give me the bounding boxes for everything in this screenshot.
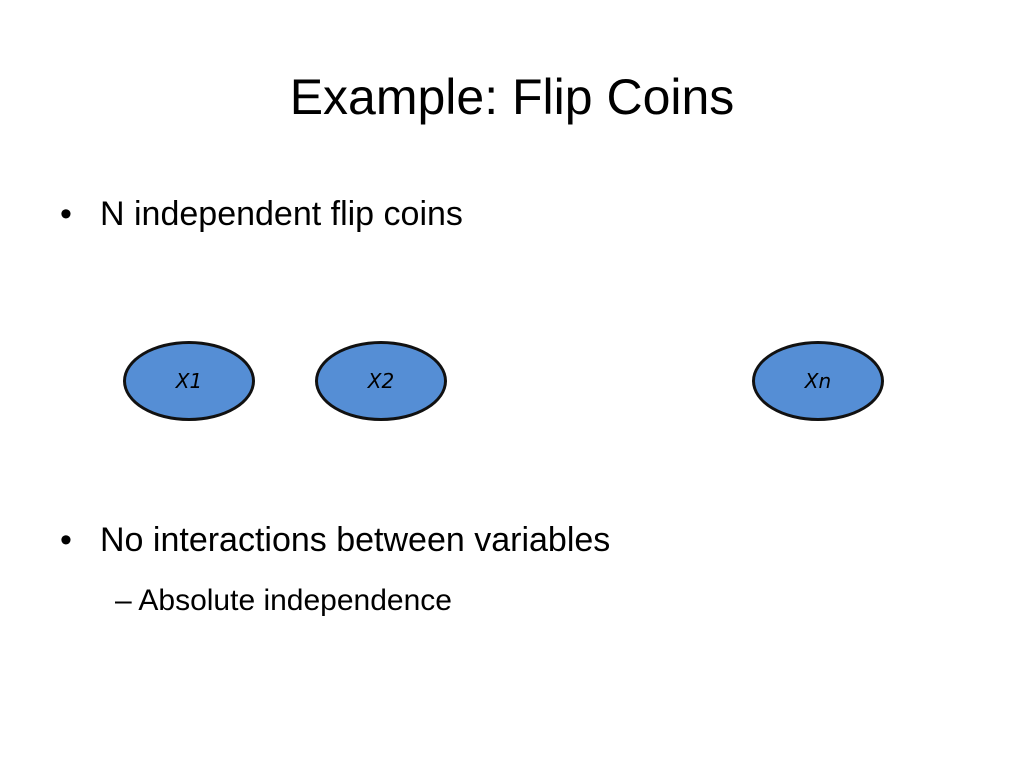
diagram-node-xn: Xn <box>752 341 884 421</box>
node-label: X2 <box>367 369 395 393</box>
bullet-symbol: • <box>60 521 72 559</box>
diagram-node-x2: X2 <box>315 341 447 421</box>
bullet-item: • N independent flip coins <box>60 194 463 234</box>
bullet-item: • No interactions between variables <box>60 520 610 560</box>
diagram-node-x1: X1 <box>123 341 255 421</box>
sub-bullet-symbol: – <box>115 584 132 617</box>
sub-bullet-item: – Absolute independence <box>115 583 452 619</box>
node-label: X1 <box>175 369 203 393</box>
sub-bullet-text: Absolute independence <box>138 584 452 617</box>
bullet-text: N independent flip coins <box>100 195 463 233</box>
node-label: Xn <box>804 369 832 393</box>
slide-title: Example: Flip Coins <box>289 69 735 125</box>
bullet-symbol: • <box>60 195 72 233</box>
bullet-text: No interactions between variables <box>100 521 611 559</box>
